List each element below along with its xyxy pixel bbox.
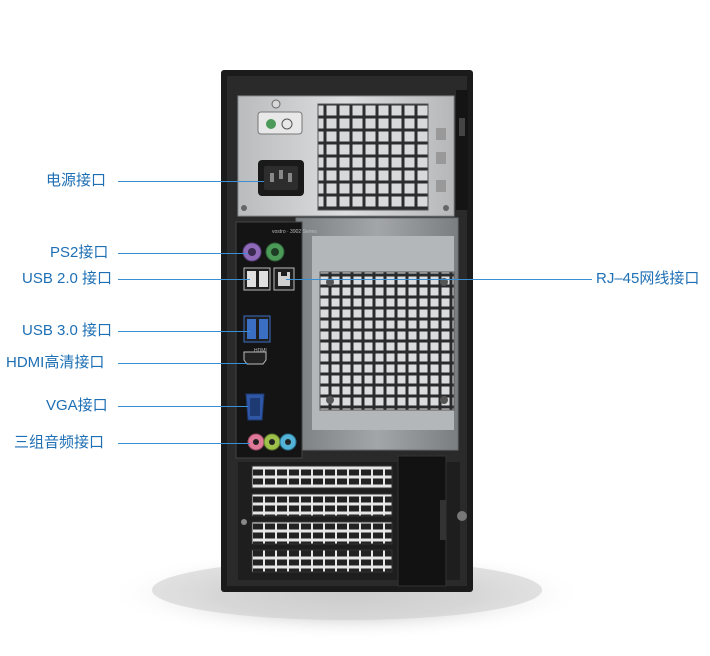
label-usb2-port: USB 2.0 接口 <box>22 270 113 287</box>
leader-vga-port <box>118 406 248 407</box>
leader-ps2-port <box>118 253 248 254</box>
label-power-port: 电源接口 <box>46 172 107 189</box>
hdmi-port <box>243 351 267 365</box>
chassis-fan-grill <box>319 271 455 411</box>
svg-text:HDMI: HDMI <box>254 348 267 354</box>
label-rj45-port: RJ–45网线接口 <box>596 270 700 287</box>
label-vga-port: VGA接口 <box>46 397 108 414</box>
leader-power-port <box>118 181 264 182</box>
leader-hdmi-port <box>118 363 248 364</box>
brand-text: vostro · 3902 Series <box>272 229 317 235</box>
label-ps2-port: PS2接口 <box>50 244 109 261</box>
label-hdmi-port: HDMI高清接口 <box>6 354 105 371</box>
leader-usb2-port <box>118 279 250 280</box>
leader-rj45-port <box>286 279 592 280</box>
leader-usb3-port <box>118 331 250 332</box>
label-audio-ports: 三组音频接口 <box>14 434 105 451</box>
label-usb3-port: USB 3.0 接口 <box>22 322 113 339</box>
leader-audio-ports <box>118 443 250 444</box>
